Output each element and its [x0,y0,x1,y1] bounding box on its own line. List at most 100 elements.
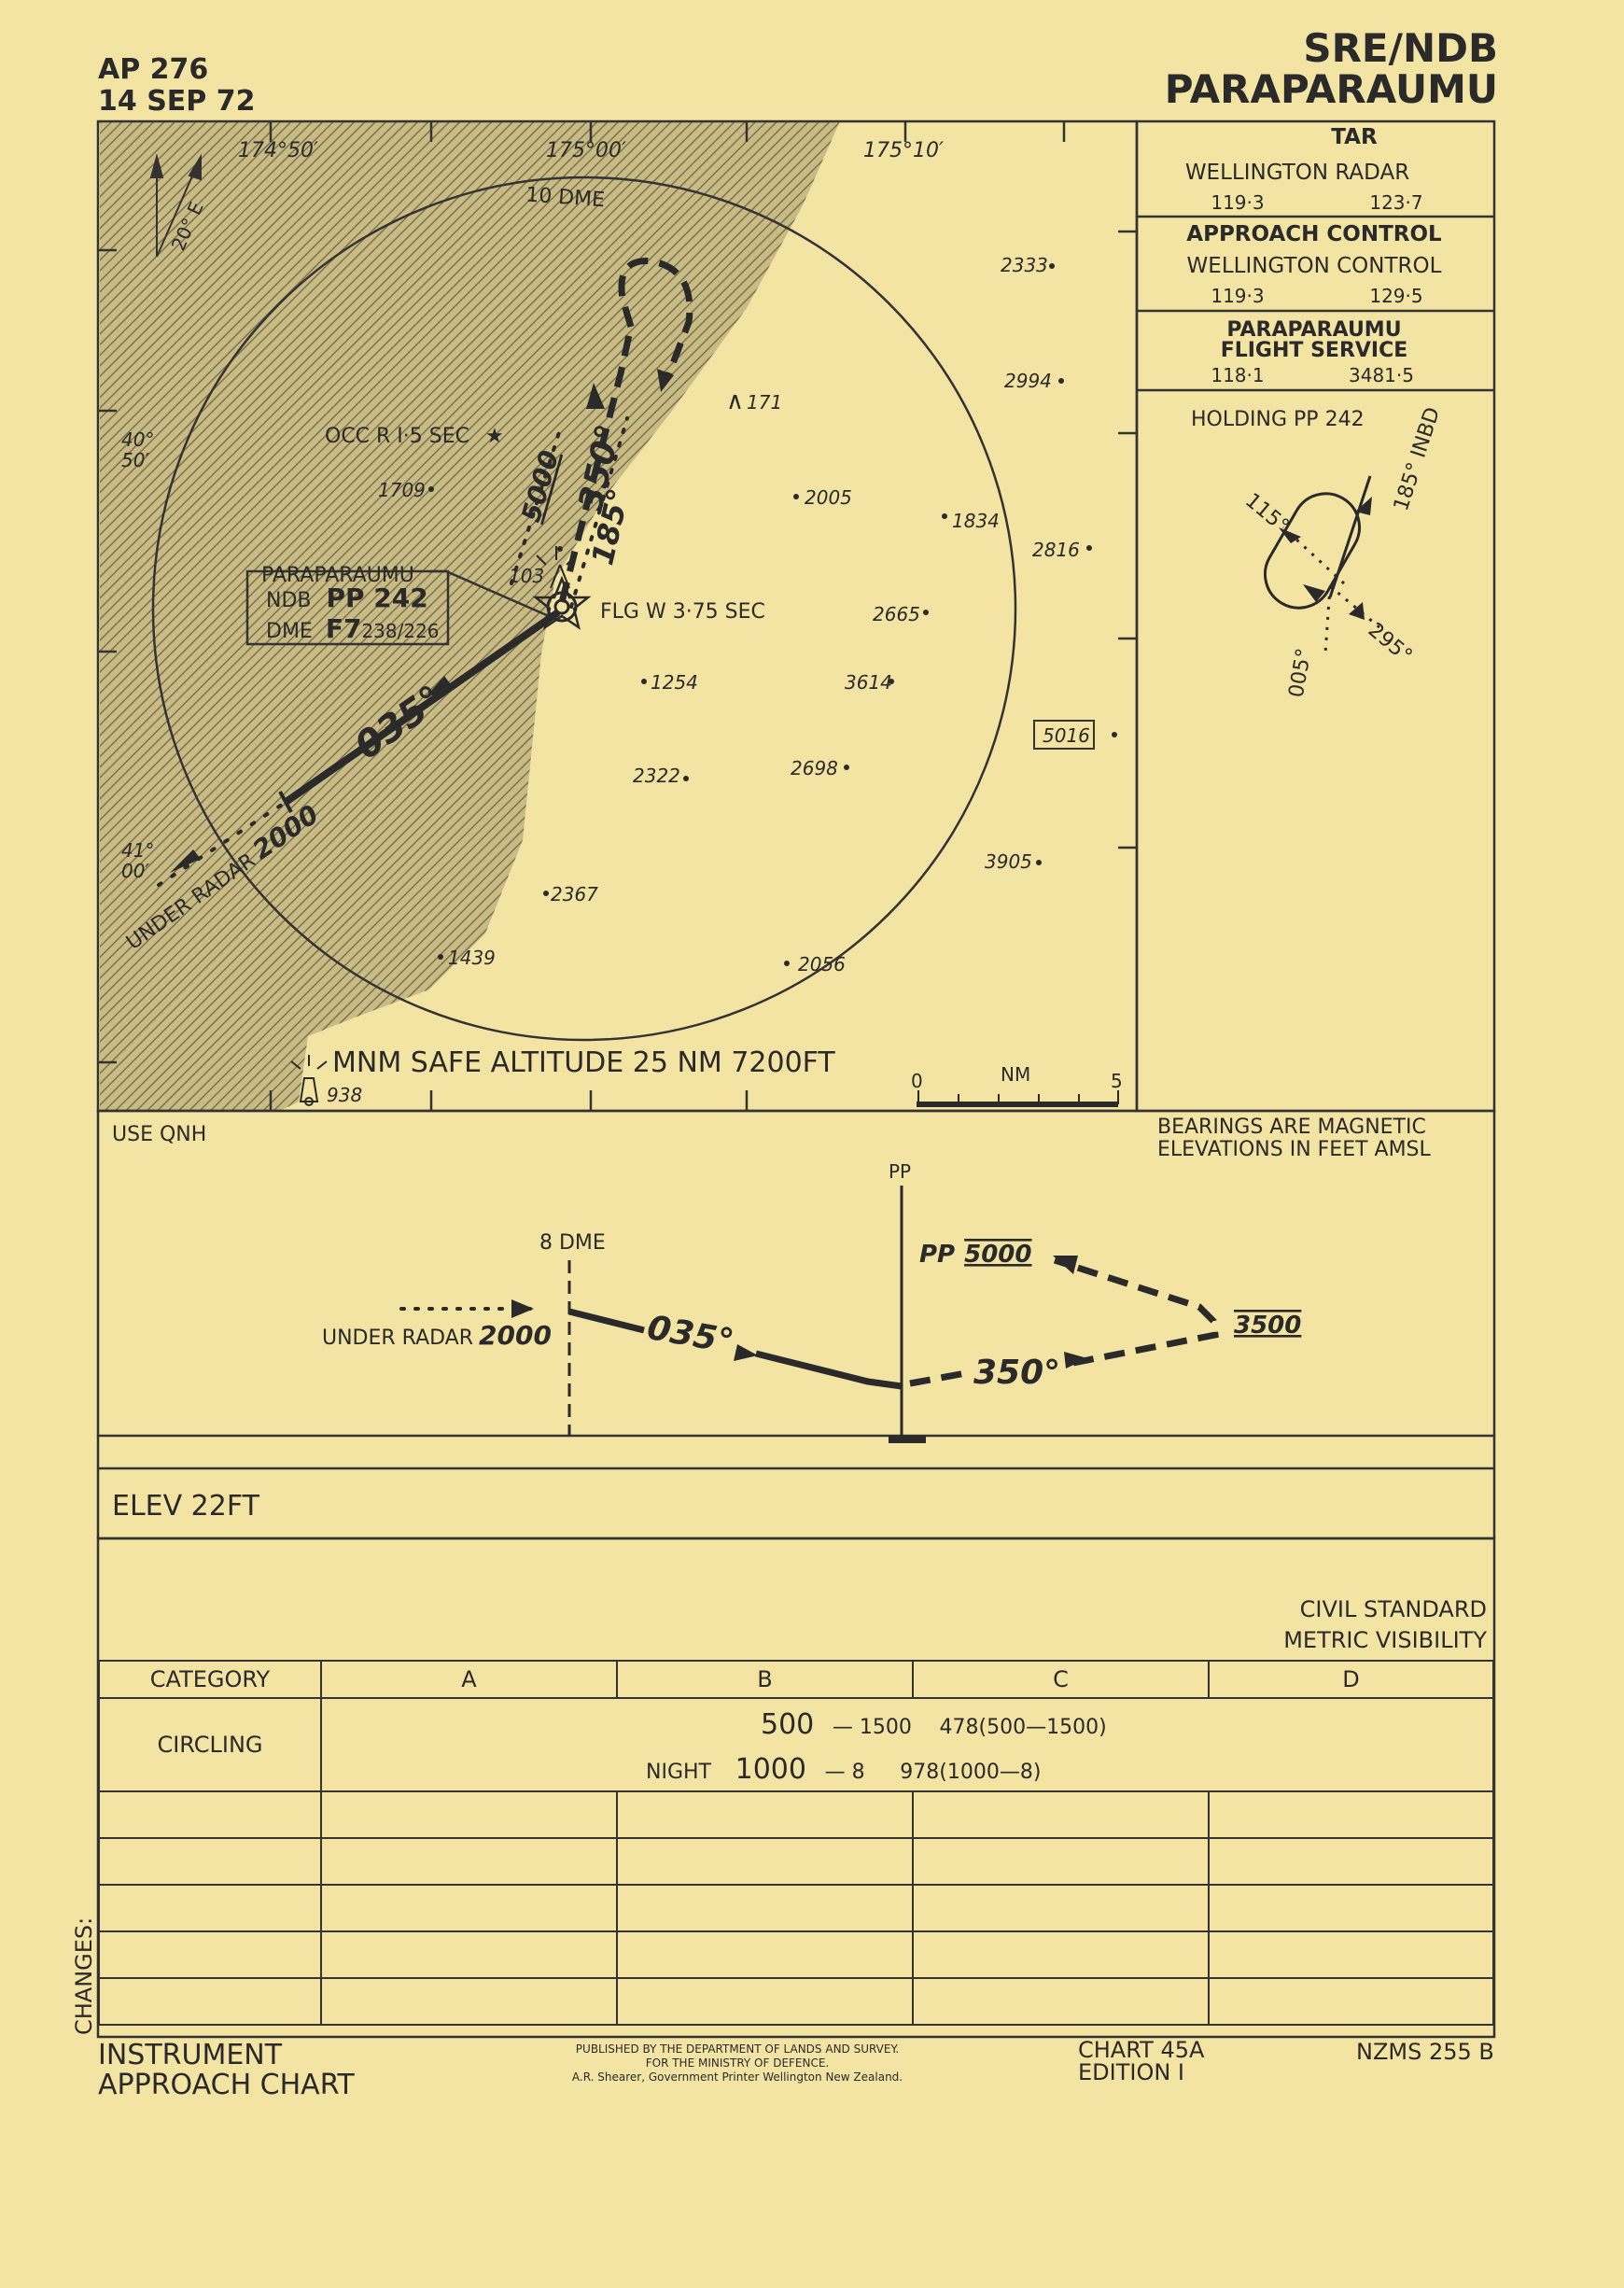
empty-cell [98,1884,322,1932]
profile-frame [96,1109,1496,1438]
empty-cell [616,1837,914,1886]
app-freq-2: 129·5 [1369,285,1422,307]
profile-radar-alt: 2000 [479,1320,552,1351]
aerodrome-elevation: ELEV 22FT [112,1490,260,1523]
profile-inbound: 035° [644,1309,736,1362]
fs-freq-2: 3481·5 [1349,364,1414,386]
empty-cell [320,1977,618,2026]
empty-cell [98,1977,322,2026]
dme-channels: 238/226 [361,620,439,642]
holding-arrow-icon-1 [1355,497,1372,515]
navaid-box [245,569,450,646]
ndb-ident: PP 242 [327,583,428,613]
empty-cell [1208,1837,1494,1886]
spot-938: 938 [327,1084,362,1106]
chart-type: INSTRUMENT APPROACH CHART [98,2041,355,2100]
holding-295: 295° [1364,619,1417,668]
elevations-note: ELEVATIONS IN FEET AMSL [1157,1138,1432,1161]
publisher-line-1: PUBLISHED BY THE DEPARTMENT OF LANDS AND… [575,2042,900,2056]
lat-1-min: 50′ [121,449,149,471]
publisher-note: PUBLISHED BY THE DEPARTMENT OF LANDS AND… [504,2042,971,2084]
empty-cell [616,1977,914,2026]
day-main: 500 [761,1708,815,1741]
spot-heights: 2333 2994 ∧ 171 2005 1709 1834 2816 103 … [327,254,1117,1106]
night-metric: 978(1000—8) [900,1761,1042,1784]
spot-2056: 2056 [798,953,846,976]
spot-171: 171 [747,391,782,414]
north-arrow-icon [149,153,202,258]
profile-turn-alt: 3500 [1234,1312,1301,1340]
empty-cell [1208,1930,1494,1979]
empty-cell [98,1930,322,1979]
col-b: B [616,1660,914,1699]
dme-ring-label: 10 DME [525,183,605,212]
empty-cell [616,1884,914,1932]
minima-frame [96,1537,1496,2039]
fs-title-2: FLIGHT SERVICE [1221,339,1408,362]
empty-cell [616,1790,914,1839]
spot-3614: 3614 [845,671,892,694]
holding-pattern [1264,475,1380,654]
spot-2367: 2367 [551,883,598,905]
empty-cell [616,1930,914,1979]
tar-freq-1: 119·3 [1211,191,1264,214]
spot-103: 103 [509,565,544,587]
night-row: NIGHT 1000 — 8 978(1000—8) [646,1753,1041,1786]
col-a: A [320,1660,618,1699]
empty-cell [912,1930,1210,1979]
scale-label: NM [1001,1063,1030,1086]
msa-note: MNM SAFE ALTITUDE 25 NM 7200FT [332,1046,835,1079]
chart-id: AP 276 14 SEP 72 [98,54,255,118]
spot-2665: 2665 [873,603,920,625]
profile-arrow-icon-4 [1053,1256,1078,1274]
scale-max: 5 [1111,1070,1123,1092]
ndb-label: NDB [266,589,312,612]
empty-cell [912,1977,1210,2026]
spot-2322: 2322 [633,765,680,787]
ndb-line: NDB PP 242 [266,583,428,613]
dme-ring [151,175,1017,1042]
day-metric: 478(500—1500) [939,1716,1107,1739]
profile-pp-label: PP [919,1241,955,1269]
sea-area [100,121,840,1111]
bearings-note: BEARINGS ARE MAGNETIC [1157,1116,1426,1139]
day-row: 500 — 1500 478(500—1500) [761,1708,1107,1741]
fs-freq-1: 118·1 [1211,364,1264,386]
empty-cell [1208,1884,1494,1932]
comms-panel: TAR WELLINGTON RADAR 119·3 123·7 APPROAC… [1185,125,1442,386]
night-label: NIGHT [646,1761,711,1784]
inbound-arrow-icon-2 [425,676,453,698]
ap-number: AP 276 [98,53,209,86]
inbound-track [157,609,561,887]
empty-cell [1208,1790,1494,1839]
civil-standard: CIVIL STANDARD [1300,1596,1487,1622]
navaid-name: PARAPARAUMU [261,564,414,587]
col-d: D [1208,1660,1494,1699]
flg-light: FLG W 3·75 SEC [600,600,765,624]
profile-arrow-icon-3 [1064,1352,1087,1369]
spot-3905: 3905 [985,850,1032,873]
longitude-label-3: 175°10′ [863,139,944,162]
holding-title: HOLDING PP 242 [1191,408,1365,431]
spot-5016-box [1033,720,1095,750]
col-c: C [912,1660,1210,1699]
empty-cell [320,1837,618,1886]
empty-cell [98,1837,322,1886]
longitude-label-1: 174°50′ [238,139,318,162]
nzms-code: NZMS 255 B [1356,2039,1494,2065]
ndb-symbol-icon [532,575,592,630]
holding-arrow-icon-4 [1349,602,1365,620]
col-category: CATEGORY [98,1660,322,1699]
profile-outbound: 350° [973,1354,1060,1392]
changes-label: CHANGES: [71,1917,97,2035]
latitude-label-2: 41°00′ [121,839,154,882]
spot-2333: 2333 [1001,254,1048,276]
turn-arrow-icon [657,369,674,392]
pp-label: PP [889,1160,911,1183]
holding-005: 005° [1285,647,1317,700]
outbound-arrow-icon [586,383,605,409]
circling-minima: 500 — 1500 478(500—1500) NIGHT 1000 — 8 … [320,1697,1494,1792]
tar-freq-2: 123·7 [1369,191,1422,214]
airport-name: PARAPARAUMU [1164,66,1498,112]
